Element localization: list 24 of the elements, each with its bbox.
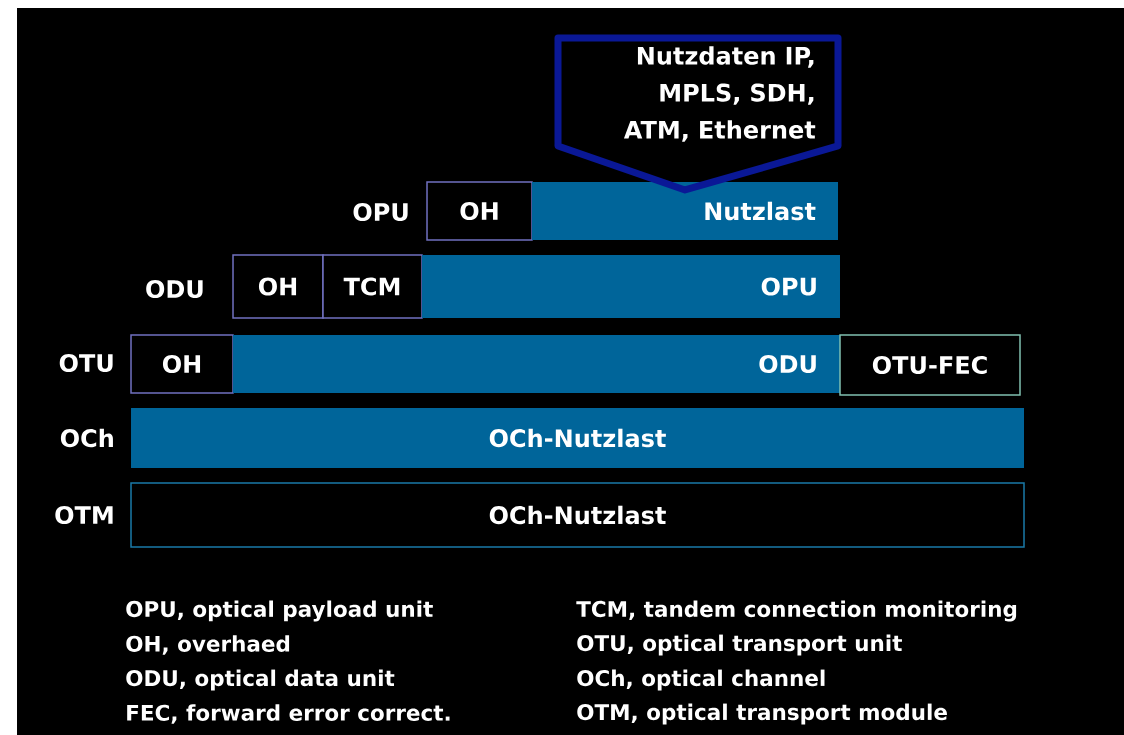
row-label: OPU [353,202,408,222]
abbreviation-text: OH, overhaed [126,635,290,655]
abbreviation-text: FEC, forward error correct. [127,704,450,724]
abbreviation-text: OTU, optical transport unit [577,634,902,656]
overhead-box: OH [130,334,234,394]
payload-bar: ODU [233,335,840,393]
abbreviation-text: ODU, optical data unit [126,669,395,691]
payload-bar: OPU [422,255,840,318]
fec-box: OTU-FEC [839,334,1021,396]
row-label: OTU [59,353,113,373]
abbreviation-text: TCM, tandem connection monitoring [576,600,1017,622]
abbreviation-text: OCh, optical channel [577,669,825,691]
row-label: ODU [146,279,203,299]
tcm-box: TCM [322,254,423,319]
payload-bar: Nutzlast [532,182,838,240]
callout-pentagon: Nutzdaten IP, MPLS, SDH, ATM, Ethernet [554,34,842,194]
row-label: OCh [60,428,113,448]
overhead-box: OH [232,254,324,319]
row-label: OTM [55,505,113,525]
module-box: OCh-Nutzlast [130,482,1025,548]
abbreviation-text: OPU, optical payload unit [126,600,433,622]
overhead-box: OH [426,181,533,241]
payload-bar: OCh-Nutzlast [131,408,1024,468]
abbreviation-text: OTM, optical transport module [577,703,947,725]
